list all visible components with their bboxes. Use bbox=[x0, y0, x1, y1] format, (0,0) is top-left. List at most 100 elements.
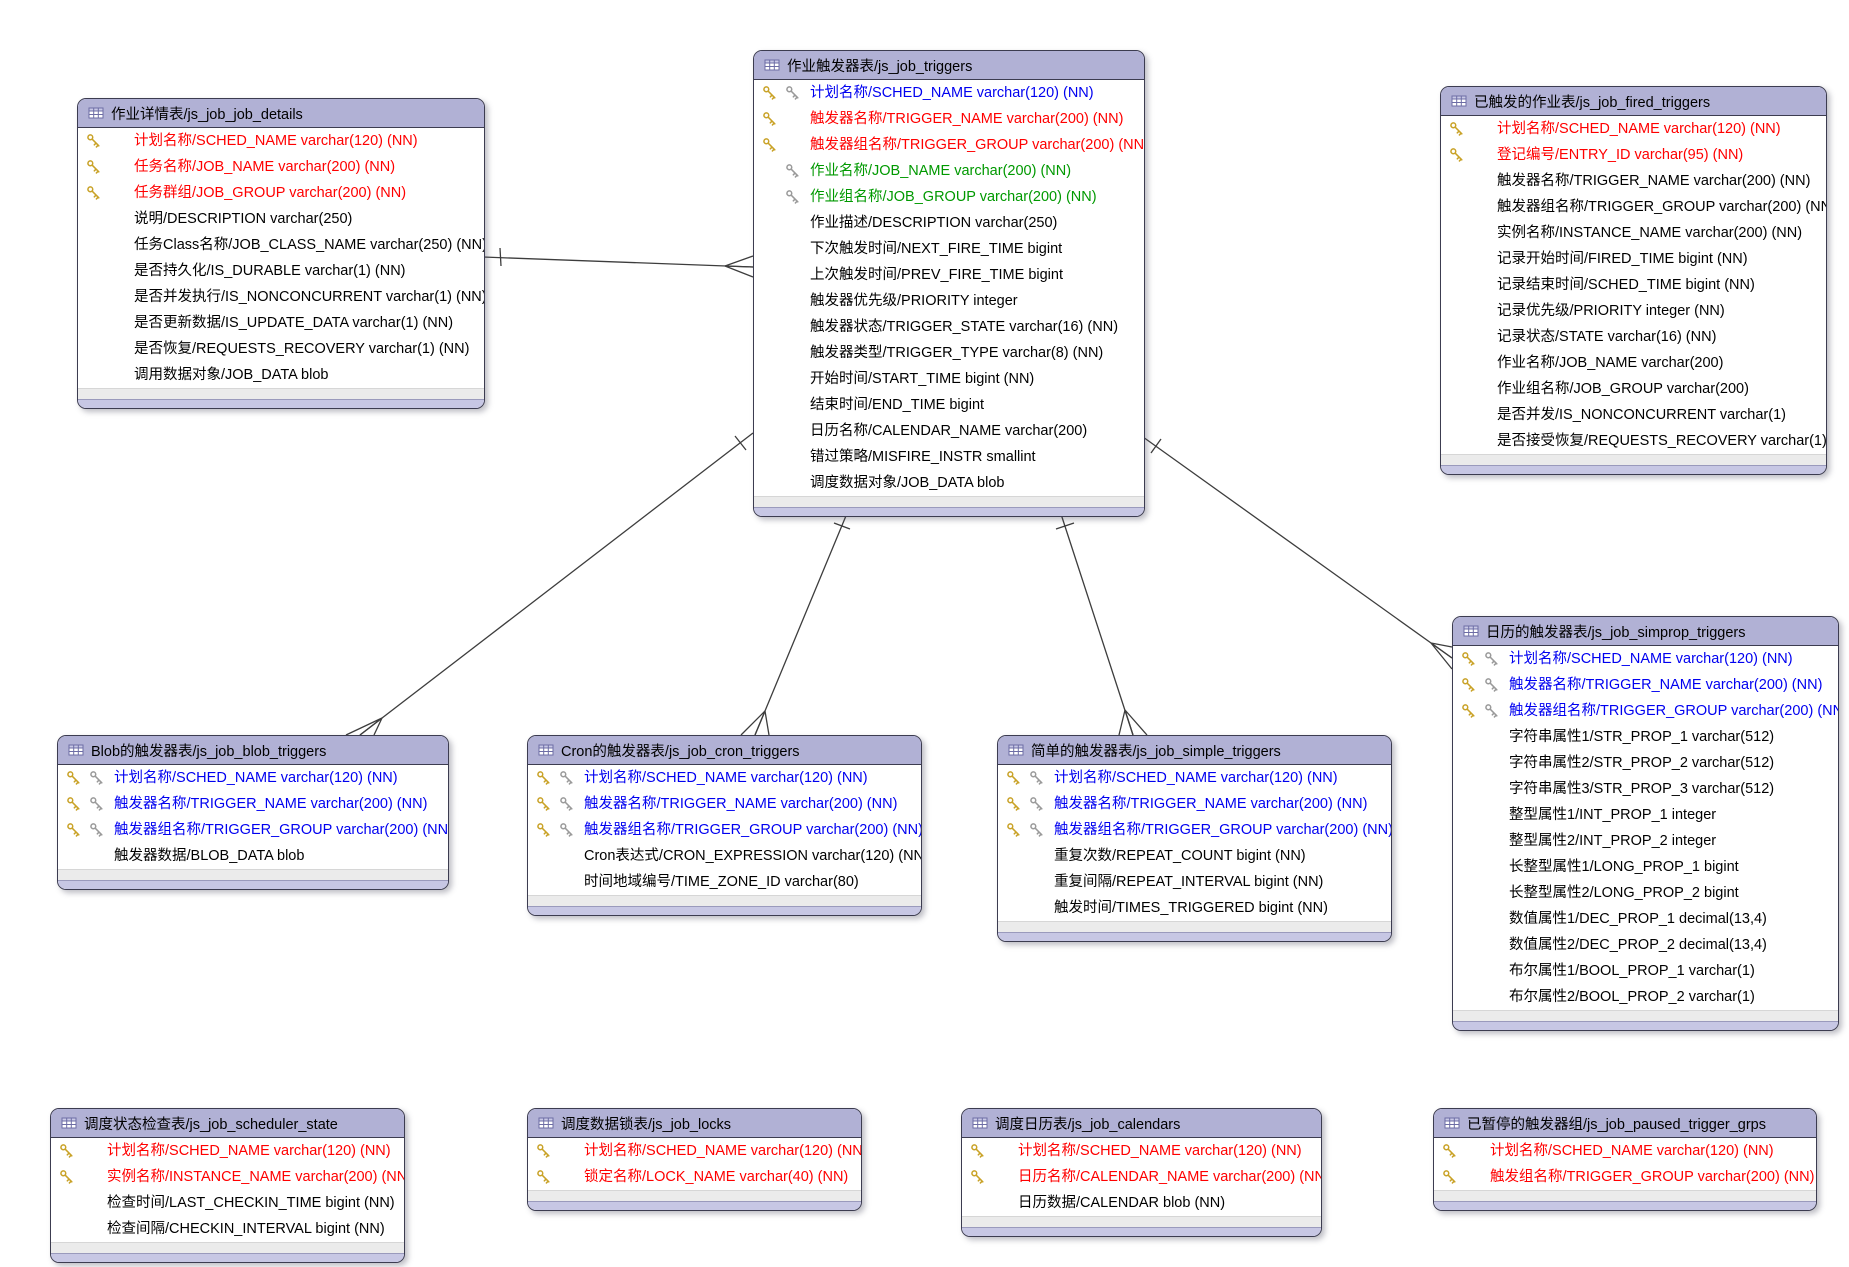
field-row[interactable]: 计划名称/SCHED_NAME varchar(120) (NN) bbox=[1441, 116, 1826, 142]
field-row[interactable]: 布尔属性1/BOOL_PROP_1 varchar(1) bbox=[1453, 958, 1838, 984]
field-row[interactable]: 字符串属性1/STR_PROP_1 varchar(512) bbox=[1453, 724, 1838, 750]
field-row[interactable]: 计划名称/SCHED_NAME varchar(120) (NN) bbox=[58, 765, 448, 791]
field-row[interactable]: 触发器名称/TRIGGER_NAME varchar(200) (NN) bbox=[754, 106, 1144, 132]
field-row[interactable]: 调用数据对象/JOB_DATA blob bbox=[78, 362, 484, 388]
field-row[interactable]: 触发器组名称/TRIGGER_GROUP varchar(200) (NN) bbox=[998, 817, 1391, 843]
relationship-js_job_triggers-js_job_blob_triggers[interactable] bbox=[345, 432, 754, 736]
field-row[interactable]: 锁定名称/LOCK_NAME varchar(40) (NN) bbox=[528, 1164, 861, 1190]
field-row[interactable]: 触发时间/TIMES_TRIGGERED bigint (NN) bbox=[998, 895, 1391, 921]
field-row[interactable]: 触发器名称/TRIGGER_NAME varchar(200) (NN) bbox=[1453, 672, 1838, 698]
field-row[interactable]: 是否接受恢复/REQUESTS_RECOVERY varchar(1) bbox=[1441, 428, 1826, 454]
field-row[interactable]: 说明/DESCRIPTION varchar(250) bbox=[78, 206, 484, 232]
field-row[interactable]: 字符串属性3/STR_PROP_3 varchar(512) bbox=[1453, 776, 1838, 802]
field-row[interactable]: 结束时间/END_TIME bigint bbox=[754, 392, 1144, 418]
field-row[interactable]: 作业名称/JOB_NAME varchar(200) bbox=[1441, 350, 1826, 376]
field-row[interactable]: 是否恢复/REQUESTS_RECOVERY varchar(1) (NN) bbox=[78, 336, 484, 362]
table-header[interactable]: 作业详情表/js_job_job_details bbox=[78, 99, 484, 128]
table-header[interactable]: 日历的触发器表/js_job_simprop_triggers bbox=[1453, 617, 1838, 646]
field-row[interactable]: 是否并发/IS_NONCONCURRENT varchar(1) bbox=[1441, 402, 1826, 428]
field-row[interactable]: 作业组名称/JOB_GROUP varchar(200) (NN) bbox=[754, 184, 1144, 210]
field-row[interactable]: 触发器名称/TRIGGER_NAME varchar(200) (NN) bbox=[528, 791, 921, 817]
table-header[interactable]: Cron的触发器表/js_job_cron_triggers bbox=[528, 736, 921, 765]
field-row[interactable]: 作业组名称/JOB_GROUP varchar(200) bbox=[1441, 376, 1826, 402]
field-row[interactable]: 触发器名称/TRIGGER_NAME varchar(200) (NN) bbox=[58, 791, 448, 817]
field-row[interactable]: 作业名称/JOB_NAME varchar(200) (NN) bbox=[754, 158, 1144, 184]
field-row[interactable]: 记录优先级/PRIORITY integer (NN) bbox=[1441, 298, 1826, 324]
field-row[interactable]: 实例名称/INSTANCE_NAME varchar(200) (NN) bbox=[51, 1164, 404, 1190]
field-row[interactable]: 开始时间/START_TIME bigint (NN) bbox=[754, 366, 1144, 392]
table-header[interactable]: Blob的触发器表/js_job_blob_triggers bbox=[58, 736, 448, 765]
field-row[interactable]: 任务名称/JOB_NAME varchar(200) (NN) bbox=[78, 154, 484, 180]
table-header[interactable]: 调度状态检查表/js_job_scheduler_state bbox=[51, 1109, 404, 1138]
field-row[interactable]: 计划名称/SCHED_NAME varchar(120) (NN) bbox=[51, 1138, 404, 1164]
field-row[interactable]: 触发器组名称/TRIGGER_GROUP varchar(200) (NN) bbox=[58, 817, 448, 843]
field-row[interactable]: 触发器状态/TRIGGER_STATE varchar(16) (NN) bbox=[754, 314, 1144, 340]
field-row[interactable]: 错过策略/MISFIRE_INSTR smallint bbox=[754, 444, 1144, 470]
field-row[interactable]: 是否持久化/IS_DURABLE varchar(1) (NN) bbox=[78, 258, 484, 284]
field-row[interactable]: 长整型属性1/LONG_PROP_1 bigint bbox=[1453, 854, 1838, 880]
field-row[interactable]: 记录结束时间/SCHED_TIME bigint (NN) bbox=[1441, 272, 1826, 298]
field-row[interactable]: 任务群组/JOB_GROUP varchar(200) (NN) bbox=[78, 180, 484, 206]
field-row[interactable]: 触发器名称/TRIGGER_NAME varchar(200) (NN) bbox=[998, 791, 1391, 817]
relationship-js_job_job_details-js_job_triggers[interactable] bbox=[482, 247, 754, 278]
field-row[interactable]: 日历名称/CALENDAR_NAME varchar(200) bbox=[754, 418, 1144, 444]
field-row[interactable]: 触发器优先级/PRIORITY integer bbox=[754, 288, 1144, 314]
field-row[interactable]: 作业描述/DESCRIPTION varchar(250) bbox=[754, 210, 1144, 236]
table-header[interactable]: 作业触发器表/js_job_triggers bbox=[754, 51, 1144, 80]
field-row[interactable]: 字符串属性2/STR_PROP_2 varchar(512) bbox=[1453, 750, 1838, 776]
field-row[interactable]: 整型属性1/INT_PROP_1 integer bbox=[1453, 802, 1838, 828]
field-row[interactable]: 布尔属性2/BOOL_PROP_2 varchar(1) bbox=[1453, 984, 1838, 1010]
field-row[interactable]: 时间地域编号/TIME_ZONE_ID varchar(80) bbox=[528, 869, 921, 895]
field-row[interactable]: 数值属性2/DEC_PROP_2 decimal(13,4) bbox=[1453, 932, 1838, 958]
field-row[interactable]: 重复次数/REPEAT_COUNT bigint (NN) bbox=[998, 843, 1391, 869]
field-row[interactable]: 任务Class名称/JOB_CLASS_NAME varchar(250) (N… bbox=[78, 232, 484, 258]
field-row[interactable]: 日历数据/CALENDAR blob (NN) bbox=[962, 1190, 1321, 1216]
relationship-js_job_triggers-js_job_simprop_triggers[interactable] bbox=[1142, 436, 1453, 670]
relationship-js_job_triggers-js_job_simple_triggers[interactable] bbox=[1055, 510, 1148, 736]
field-row[interactable]: 重复间隔/REPEAT_INTERVAL bigint (NN) bbox=[998, 869, 1391, 895]
field-row[interactable]: 是否更新数据/IS_UPDATE_DATA varchar(1) (NN) bbox=[78, 310, 484, 336]
field-row[interactable]: 整型属性2/INT_PROP_2 integer bbox=[1453, 828, 1838, 854]
field-row[interactable]: 触发器组名称/TRIGGER_GROUP varchar(200) (NN) bbox=[1453, 698, 1838, 724]
field-row[interactable]: 触发器数据/BLOB_DATA blob bbox=[58, 843, 448, 869]
field-row[interactable]: 实例名称/INSTANCE_NAME varchar(200) (NN) bbox=[1441, 220, 1826, 246]
field-row[interactable]: 检查时间/LAST_CHECKIN_TIME bigint (NN) bbox=[51, 1190, 404, 1216]
field-row[interactable]: 计划名称/SCHED_NAME varchar(120) (NN) bbox=[1453, 646, 1838, 672]
table-header[interactable]: 简单的触发器表/js_job_simple_triggers bbox=[998, 736, 1391, 765]
field-row[interactable]: 上次触发时间/PREV_FIRE_TIME bigint bbox=[754, 262, 1144, 288]
field-row[interactable]: Cron表达式/CRON_EXPRESSION varchar(120) (NN… bbox=[528, 843, 921, 869]
field-row[interactable]: 记录状态/STATE varchar(16) (NN) bbox=[1441, 324, 1826, 350]
field-row[interactable]: 日历名称/CALENDAR_NAME varchar(200) (NN) bbox=[962, 1164, 1321, 1190]
field-row[interactable]: 触发器组名称/TRIGGER_GROUP varchar(200) (NN) bbox=[754, 132, 1144, 158]
field-row[interactable]: 计划名称/SCHED_NAME varchar(120) (NN) bbox=[528, 765, 921, 791]
field-row[interactable]: 下次触发时间/NEXT_FIRE_TIME bigint bbox=[754, 236, 1144, 262]
field-row[interactable]: 检查间隔/CHECKIN_INTERVAL bigint (NN) bbox=[51, 1216, 404, 1242]
field-row[interactable]: 长整型属性2/LONG_PROP_2 bigint bbox=[1453, 880, 1838, 906]
field-row[interactable]: 触发组名称/TRIGGER_GROUP varchar(200) (NN) bbox=[1434, 1164, 1816, 1190]
table-header[interactable]: 已暂停的触发器组/js_job_paused_trigger_grps bbox=[1434, 1109, 1816, 1138]
field-row[interactable]: 计划名称/SCHED_NAME varchar(120) (NN) bbox=[528, 1138, 861, 1164]
table-header[interactable]: 已触发的作业表/js_job_fired_triggers bbox=[1441, 87, 1826, 116]
field-row[interactable]: 登记编号/ENTRY_ID varchar(95) (NN) bbox=[1441, 142, 1826, 168]
field-row[interactable]: 触发器组名称/TRIGGER_GROUP varchar(200) (NN) bbox=[528, 817, 921, 843]
field-row[interactable]: 触发器名称/TRIGGER_NAME varchar(200) (NN) bbox=[1441, 168, 1826, 194]
field-row[interactable]: 计划名称/SCHED_NAME varchar(120) (NN) bbox=[998, 765, 1391, 791]
field-row[interactable]: 计划名称/SCHED_NAME varchar(120) (NN) bbox=[754, 80, 1144, 106]
table-header[interactable]: 调度日历表/js_job_calendars bbox=[962, 1109, 1321, 1138]
table-header[interactable]: 调度数据锁表/js_job_locks bbox=[528, 1109, 861, 1138]
field-row[interactable]: 是否并发执行/IS_NONCONCURRENT varchar(1) (NN) bbox=[78, 284, 484, 310]
field-row[interactable]: 计划名称/SCHED_NAME varchar(120) (NN) bbox=[78, 128, 484, 154]
field-row[interactable]: 调度数据对象/JOB_DATA blob bbox=[754, 470, 1144, 496]
field-row[interactable]: 触发器组名称/TRIGGER_GROUP varchar(200) (NN) bbox=[1441, 194, 1826, 220]
